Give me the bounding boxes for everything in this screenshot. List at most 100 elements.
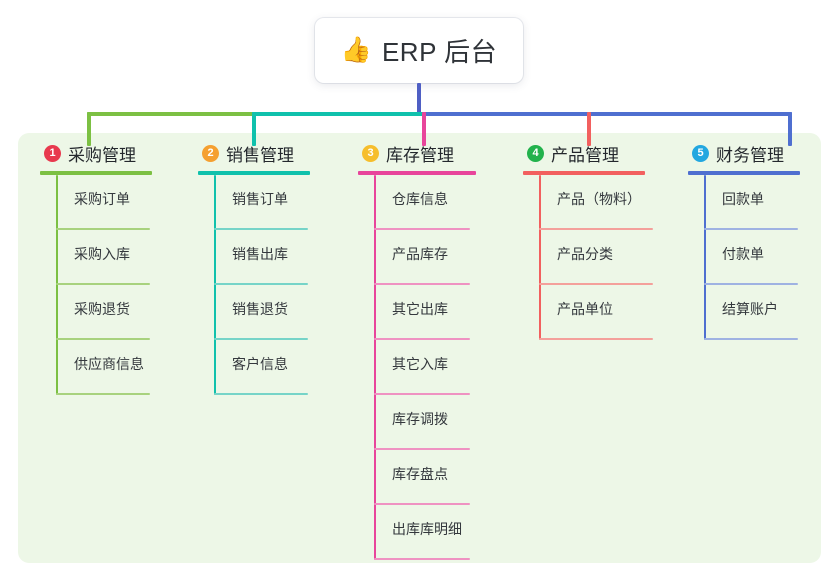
leaf-rule [374,448,470,450]
leaf-item[interactable]: 供应商信息 [40,340,152,395]
connector-drop-purchase [87,112,91,146]
branch-column-1: 1 采购管理采购订单采购入库采购退货供应商信息 [40,140,152,395]
connector-drop-stock [422,112,426,146]
root-node-title: ERP 后台 [381,37,498,67]
leaf-item[interactable]: 销售退货 [198,285,310,340]
leaf-rule [214,338,308,340]
branch-column-4: 4 产品管理产品（物料） 产品分类产品单位 [523,140,653,340]
branch-badge-5: 5 [692,144,709,162]
branch-spine-2 [214,175,216,395]
branch-rule-5 [688,171,800,175]
leaf-item[interactable]: 产品（物料） [523,175,653,230]
leaf-label: 供应商信息 [74,356,144,372]
leaf-item[interactable]: 客户信息 [198,340,310,395]
leaf-item[interactable]: 产品单位 [523,285,653,340]
leaf-label: 采购退货 [74,301,130,317]
branch-header-4[interactable]: 4 产品管理 [523,140,645,166]
branch-title-5: 财务管理 [716,145,784,165]
leaf-rule [374,228,470,230]
leaf-label: 采购入库 [74,246,130,262]
leaf-item[interactable]: 其它入库 [358,340,476,395]
connector-bus-green [87,112,254,116]
leaf-item[interactable]: 销售订单 [198,175,310,230]
leaf-item[interactable]: 回款单 [688,175,800,230]
leaf-rule [374,393,470,395]
leaf-item[interactable]: 结算账户 [688,285,800,340]
leaf-label: 仓库信息 [392,191,448,207]
leaf-item[interactable]: 其它出库 [358,285,476,340]
branch-body-4: 产品（物料） 产品分类产品单位 [523,175,653,340]
leaf-item[interactable]: 付款单 [688,230,800,285]
branch-spine-3 [374,175,376,560]
leaf-rule [214,283,308,285]
branch-header-1[interactable]: 1 采购管理 [40,140,152,166]
leaf-label: 销售出库 [232,246,288,262]
leaf-label: 付款单 [722,246,764,262]
branch-rule-4 [523,171,645,175]
leaf-rule [374,503,470,505]
branch-spine-5 [704,175,706,340]
leaf-label: 库存调拨 [392,411,448,427]
leaf-item[interactable]: 产品库存 [358,230,476,285]
leaf-item[interactable]: 出库库明细 [358,505,476,560]
leaf-item[interactable]: 采购入库 [40,230,152,285]
leaf-label: 产品（物料） [557,191,641,207]
branch-badge-4: 4 [527,144,544,162]
leaf-rule [374,338,470,340]
leaf-rule [704,228,798,230]
leaf-rule [56,283,150,285]
leaf-item[interactable]: 库存调拨 [358,395,476,450]
branch-title-1: 采购管理 [68,145,136,165]
leaf-rule [539,338,653,340]
leaf-label: 采购订单 [74,191,130,207]
leaf-item[interactable]: 销售出库 [198,230,310,285]
leaf-label: 产品单位 [557,301,613,317]
leaf-label: 其它出库 [392,301,448,317]
leaf-label: 产品库存 [392,246,448,262]
branch-badge-1: 1 [44,144,61,162]
connector-bus-teal [252,112,424,116]
root-node-card[interactable]: 👍 ERP 后台 [315,18,523,83]
branch-title-4: 产品管理 [551,145,619,165]
leaf-rule [56,393,150,395]
leaf-rule [374,558,470,560]
leaf-rule [214,393,308,395]
leaf-label: 客户信息 [232,356,288,372]
branch-spine-1 [56,175,58,395]
thumbs-up-icon: 👍 [340,36,372,64]
branch-column-5: 5 财务管理回款单付款单结算账户 [688,140,800,340]
leaf-item[interactable]: 产品分类 [523,230,653,285]
leaf-item[interactable]: 采购订单 [40,175,152,230]
leaf-item[interactable]: 库存盘点 [358,450,476,505]
leaf-rule [704,283,798,285]
connector-bus-blue [422,112,792,116]
leaf-label: 产品分类 [557,246,613,262]
leaf-label: 回款单 [722,191,764,207]
connector-drop-finance [788,112,792,146]
leaf-rule [374,283,470,285]
branch-title-3: 库存管理 [386,145,454,165]
leaf-rule [214,228,308,230]
leaf-item[interactable]: 采购退货 [40,285,152,340]
branch-body-5: 回款单付款单结算账户 [688,175,800,340]
branch-body-3: 仓库信息产品库存其它出库其它入库库存调拨库存盘点出库库明细 [358,175,476,560]
connector-drop-product [587,112,591,146]
diagram-panel [18,133,821,563]
leaf-rule [56,338,150,340]
leaf-label: 其它入库 [392,356,448,372]
branch-header-5[interactable]: 5 财务管理 [688,140,800,166]
leaf-label: 结算账户 [722,301,778,317]
leaf-label: 库存盘点 [392,466,448,482]
branch-rule-3 [358,171,476,175]
branch-badge-2: 2 [202,144,219,162]
branch-body-1: 采购订单采购入库采购退货供应商信息 [40,175,152,395]
branch-body-2: 销售订单销售出库销售退货客户信息 [198,175,310,395]
branch-spine-4 [539,175,541,340]
leaf-item[interactable]: 仓库信息 [358,175,476,230]
leaf-label: 销售退货 [232,301,288,317]
leaf-label: 出库库明细 [392,521,462,537]
